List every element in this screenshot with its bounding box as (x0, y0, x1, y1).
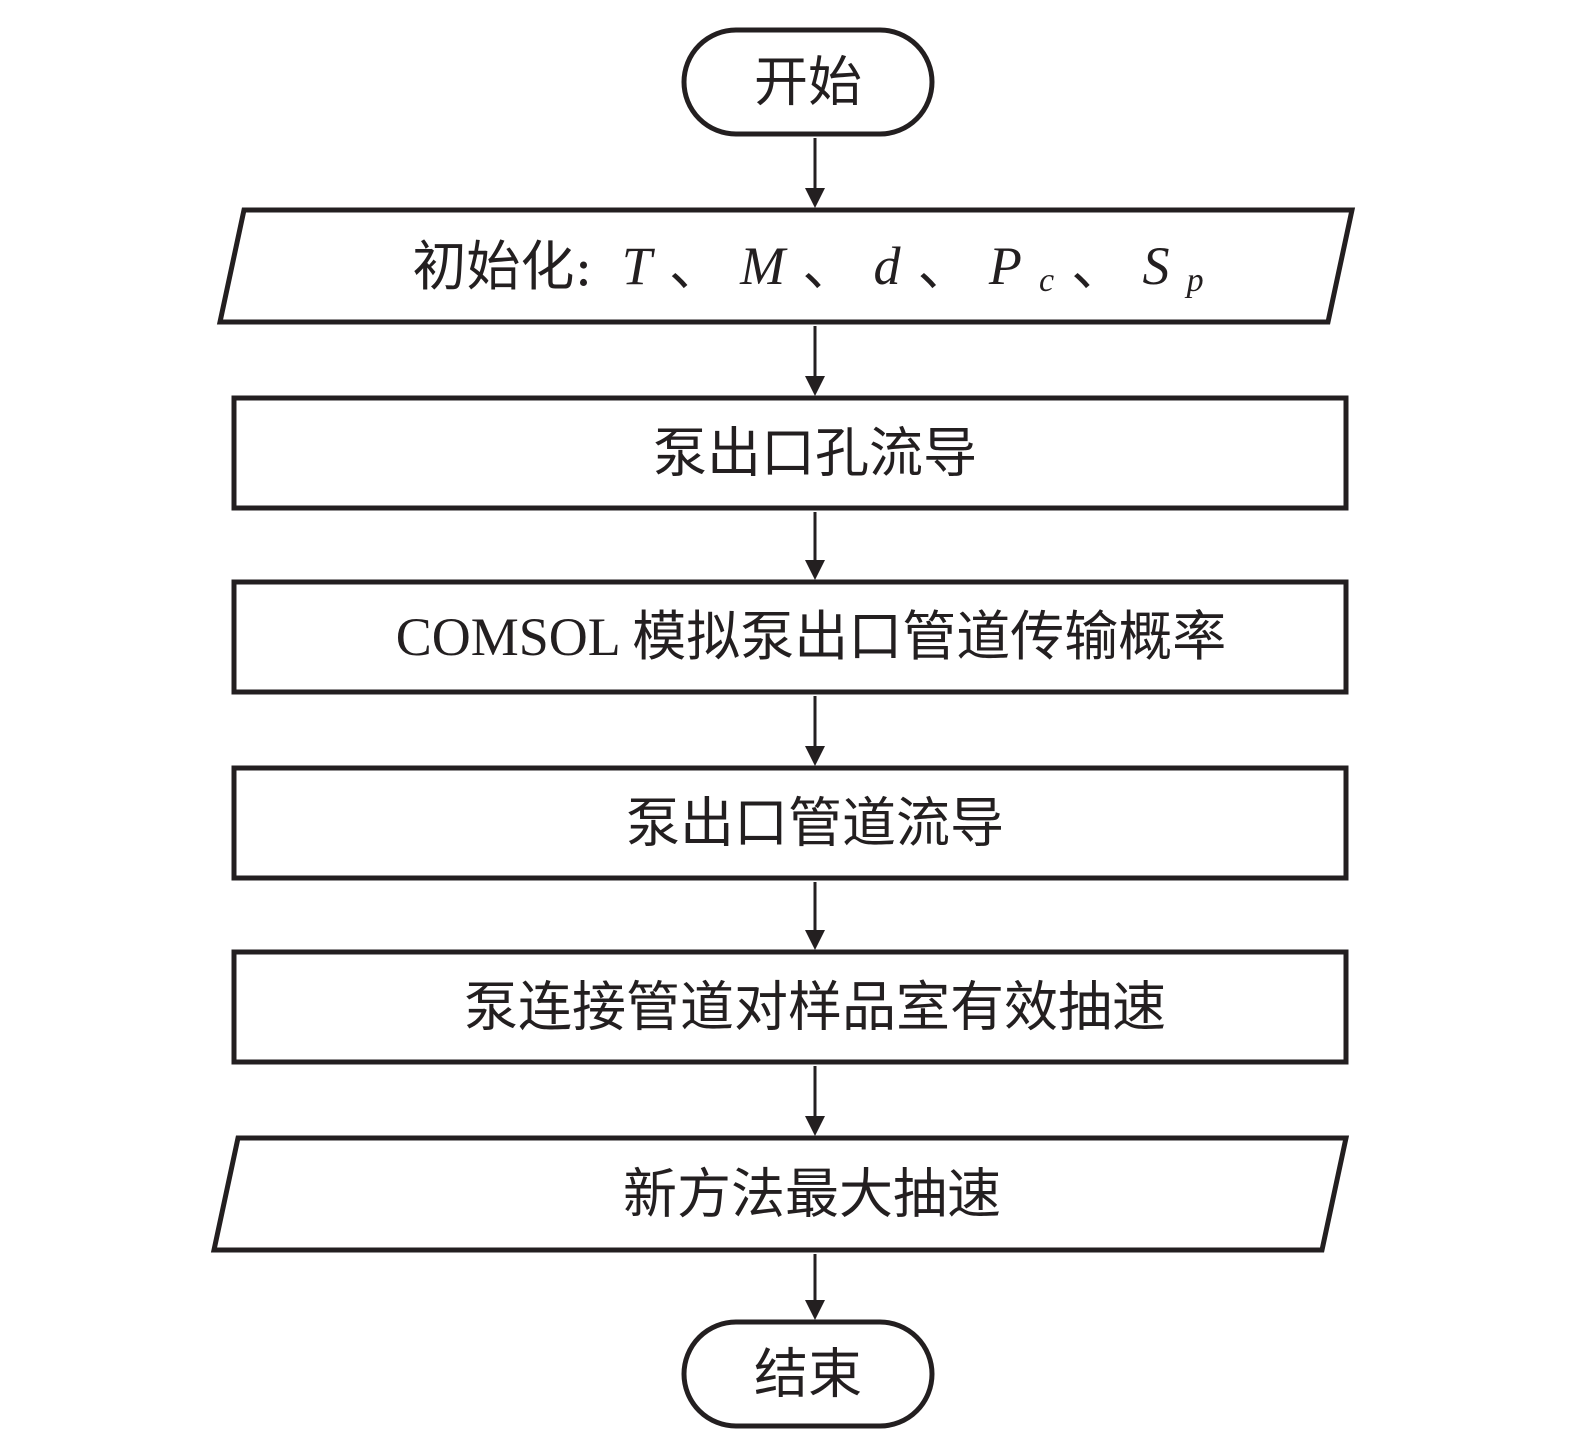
init-separator: 、 (802, 235, 856, 298)
init-separator: 、 (918, 235, 972, 298)
step-1-label: 泵出口孔流导 (653, 422, 977, 485)
arrow-output-to-end (805, 1254, 825, 1320)
end-terminal-shape (681, 1319, 935, 1429)
step-3-process-shape (231, 765, 1349, 881)
init-prefix: 初始化: (412, 235, 592, 298)
start-label: 开始 (754, 51, 862, 114)
init-var-t: T (622, 236, 656, 296)
init-node: 初始化: T 、 M 、 d 、 P c 、 S p (216, 207, 1356, 325)
step-1-process-shape (231, 395, 1349, 511)
init-label: 初始化: T 、 M 、 d 、 P c 、 S p (412, 235, 1203, 312)
step-2-label: COMSOL 模拟泵出口管道传输概率 (396, 607, 1227, 667)
output-parallelogram-shape (210, 1135, 1350, 1253)
init-var-p: P (988, 236, 1022, 296)
arrow-step-1-to-step-2 (805, 512, 825, 580)
arrow-init-to-step-1 (805, 326, 825, 396)
step-3-label: 泵出口管道流导 (626, 792, 1004, 855)
step-4-process-shape (231, 949, 1349, 1065)
arrow-start-to-init (805, 138, 825, 208)
start-terminal-shape (681, 27, 935, 137)
init-var-m: M (739, 236, 788, 296)
init-var-p-subscript: c (1039, 262, 1054, 299)
output-node: 新方法最大抽速 (210, 1135, 1350, 1253)
arrow-step-4-to-output (805, 1066, 825, 1136)
init-separator: 、 (1071, 235, 1125, 298)
init-separator: 、 (669, 235, 723, 298)
step-effective-pumping-speed: 泵连接管道对样品室有效抽速 (231, 949, 1349, 1065)
step-4-label: 泵连接管道对样品室有效抽速 (464, 976, 1166, 1039)
start-node: 开始 (681, 27, 935, 137)
init-parallelogram-shape (216, 207, 1356, 325)
init-var-s-subscript: p (1185, 262, 1204, 299)
init-var-s: S (1142, 236, 1169, 296)
arrow-step-2-to-step-3 (805, 696, 825, 766)
step-outlet-orifice-conductance: 泵出口孔流导 (231, 395, 1349, 511)
step-outlet-pipe-conductance: 泵出口管道流导 (231, 765, 1349, 881)
step-comsol-transmission-probability: COMSOL 模拟泵出口管道传输概率 (231, 579, 1349, 695)
end-node: 结束 (681, 1319, 935, 1429)
arrow-step-3-to-step-4 (805, 882, 825, 950)
step-2-process-shape (231, 579, 1349, 695)
init-var-d: d (873, 236, 901, 296)
output-label: 新方法最大抽速 (623, 1163, 1001, 1226)
end-label: 结束 (754, 1343, 862, 1406)
